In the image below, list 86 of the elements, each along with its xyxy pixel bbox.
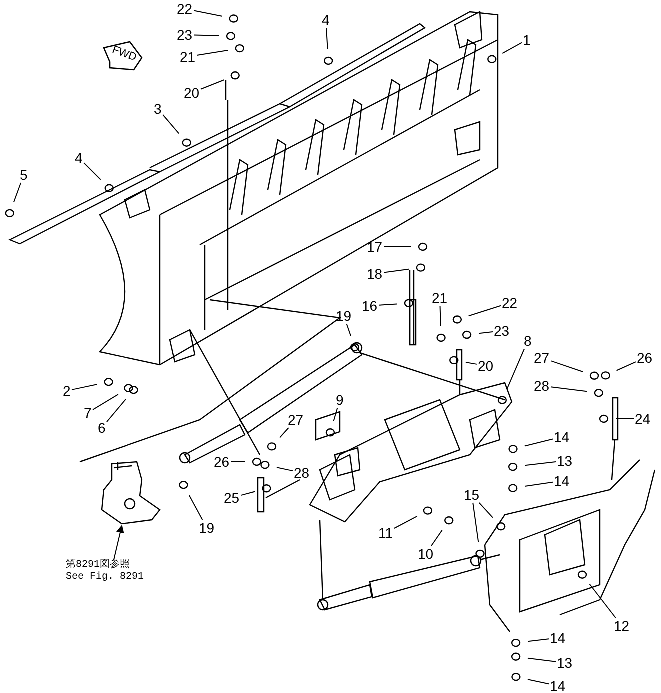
callout-number: 7 [84, 406, 92, 420]
leader-line [194, 34, 220, 36]
leader-line [478, 332, 494, 334]
callout-number: 23 [177, 28, 193, 42]
callout-number: 6 [98, 421, 106, 435]
leader-line [524, 438, 554, 447]
leader-line [326, 28, 328, 50]
leader-line [524, 482, 554, 488]
callout-number: 2 [63, 384, 71, 398]
callout-number: 18 [367, 267, 383, 281]
callout-number: 16 [362, 299, 378, 313]
leader-line [200, 80, 225, 90]
leader-line [346, 324, 352, 337]
callout-number: 27 [534, 351, 550, 365]
callout-number: 14 [554, 474, 570, 488]
leader-line [92, 394, 119, 410]
leader-line [527, 658, 556, 662]
leader-line [478, 502, 494, 518]
callout-number: 14 [550, 679, 566, 693]
callout-number: 4 [322, 13, 330, 27]
leader-line [465, 362, 478, 365]
note-text: See Fig. 8291 [66, 572, 144, 584]
callout-number: 1 [523, 33, 531, 47]
leader-line [240, 491, 256, 496]
callout-number: 14 [554, 430, 570, 444]
callout-number: 19 [199, 521, 215, 535]
callout-number: 28 [534, 379, 550, 393]
callout-number: 13 [557, 656, 573, 670]
callout-number: 24 [635, 412, 651, 426]
leader-line [384, 268, 410, 274]
leader-line [384, 246, 412, 248]
callout-number: 25 [224, 491, 240, 505]
leader-line [472, 502, 480, 543]
callout-number: 27 [288, 413, 304, 427]
callout-number: 28 [294, 466, 310, 480]
leader-line [506, 348, 526, 390]
direction-label: FWD [110, 44, 138, 64]
leader-line [440, 306, 442, 326]
callout-number: 19 [336, 309, 352, 323]
leader-line [14, 182, 22, 203]
leader-line [550, 386, 588, 392]
leader-line [333, 408, 338, 422]
leader-line [616, 418, 634, 420]
leader-line [394, 516, 418, 529]
callout-number: 22 [502, 296, 518, 310]
leader-line [84, 162, 102, 180]
callout-number: 26 [637, 351, 653, 365]
leader-line [196, 50, 229, 56]
leader-line [589, 584, 616, 618]
leader-line [616, 362, 636, 372]
leader-line [72, 384, 98, 390]
leader-line [106, 398, 127, 423]
note-text: 第8291図参照 [66, 560, 132, 572]
callout-number: 10 [418, 547, 434, 561]
leader-line [527, 679, 550, 685]
leader-line [431, 530, 443, 546]
callout-number: 15 [464, 488, 480, 502]
leader-line [502, 42, 522, 54]
callout-number: 17 [367, 240, 383, 254]
callout-number: 21 [432, 291, 448, 305]
callout-number: 13 [557, 454, 573, 468]
callout-number: 20 [478, 359, 494, 373]
callout-number: 12 [614, 619, 630, 633]
callout-number: 11 [378, 526, 394, 540]
reference-arrow [114, 525, 124, 560]
leader-line [194, 10, 223, 17]
callout-number: 9 [336, 393, 344, 407]
callout-number: 26 [214, 455, 230, 469]
callout-number: 3 [154, 102, 162, 116]
callout-number: 21 [180, 50, 196, 64]
leader-line [162, 114, 180, 134]
leader-line [524, 462, 556, 466]
callout-number: 23 [494, 324, 510, 338]
leader-line [276, 467, 294, 472]
callout-number: 4 [75, 151, 83, 165]
callout-number: 14 [550, 631, 566, 645]
leader-line [468, 305, 502, 317]
callout-number: 8 [524, 334, 532, 348]
leader-line [188, 495, 204, 520]
leader-line [550, 360, 584, 373]
callout-number: 5 [20, 168, 28, 182]
leader-line [378, 304, 398, 306]
callout-number: 20 [184, 86, 200, 100]
callout-number: 22 [177, 2, 193, 16]
leader-line [280, 428, 290, 438]
leader-line [527, 638, 550, 642]
